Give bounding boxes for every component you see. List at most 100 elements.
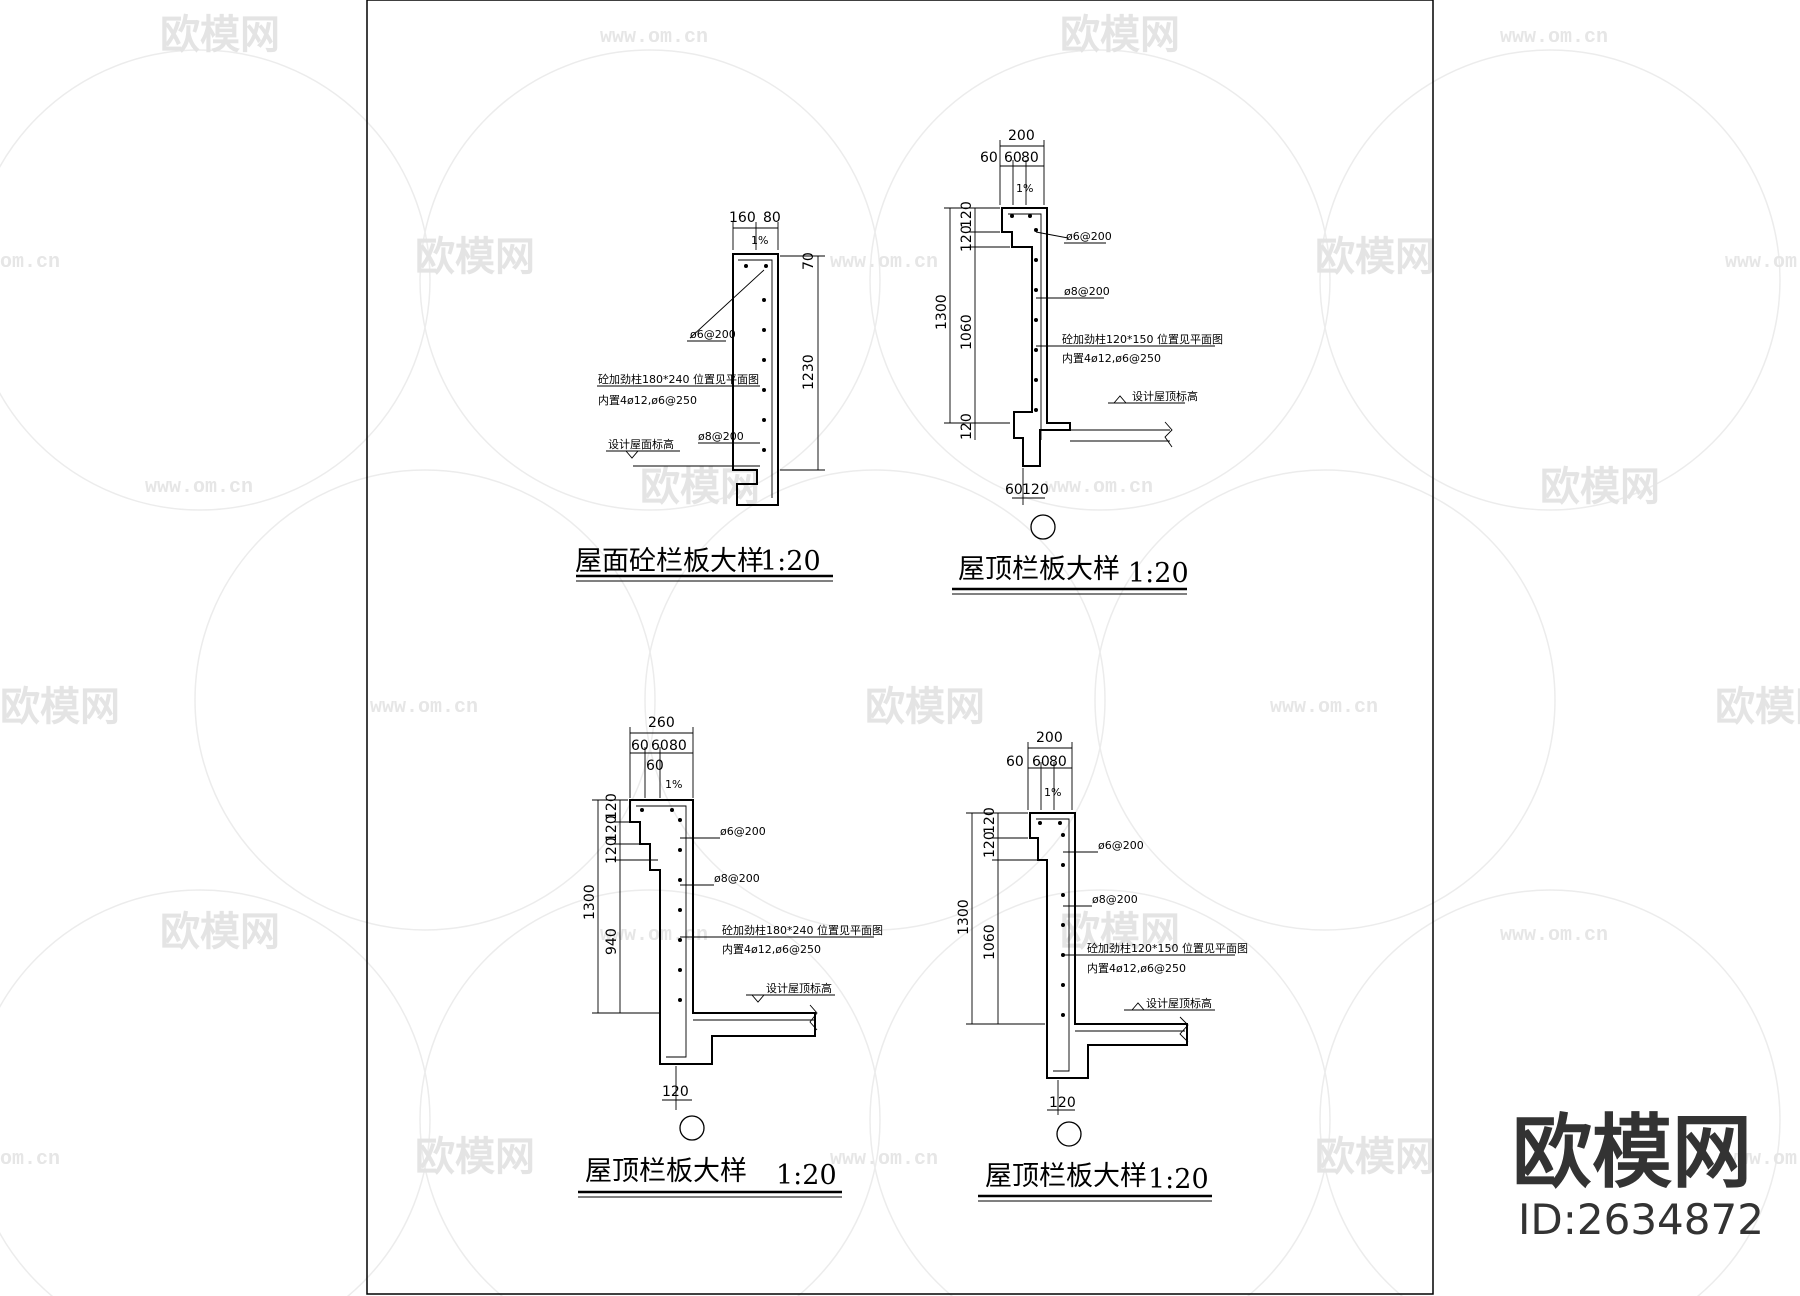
leader-line — [1035, 231, 1069, 239]
dim-side: 120 — [959, 201, 975, 228]
elevation-mark — [625, 450, 639, 459]
dim-top: 160 — [729, 210, 756, 226]
dim-bottom: 120 — [662, 1084, 689, 1100]
watermark-url: www.om.cn — [145, 476, 253, 499]
rebar-line — [1036, 818, 1070, 1072]
dim-top: 260 — [648, 715, 675, 731]
note-column-rebar: 内置4ø12,ø6@250 — [598, 393, 697, 407]
dim-side: 940 — [604, 928, 620, 955]
watermark-brand: 欧模网 — [1315, 1135, 1435, 1179]
watermark-brand: 欧模网 — [415, 235, 535, 279]
watermark-url: www.om.cn — [830, 251, 938, 274]
note-elevation: 设计屋顶标高 — [1146, 996, 1212, 1010]
dim-side: 1300 — [582, 884, 598, 920]
watermark-url: www.om.cn — [830, 1148, 938, 1171]
watermark-url-partial: om.cn — [0, 1148, 60, 1171]
watermark-brand: 欧模网 — [1060, 910, 1180, 954]
detail-title: 屋顶栏板大样 — [985, 1161, 1147, 1192]
dim-side: 120 — [959, 225, 975, 252]
dim-top: 60 — [1032, 754, 1050, 770]
dim-side: 120 — [604, 815, 620, 842]
parapet-section-outline — [1001, 207, 1071, 467]
watermark-url: www.om.cn — [1270, 696, 1378, 719]
watermark-url: www.om.cn — [1045, 476, 1153, 499]
elevation-mark — [1131, 1002, 1145, 1011]
detail-1: 160 80 1% 70 1230 ø6@200 砼加劲柱180*240 位置见… — [575, 210, 833, 582]
note-rebar: ø8@200 — [714, 872, 760, 885]
watermark-url: www.om.cn — [1500, 924, 1608, 947]
dim-side: 120 — [959, 413, 975, 440]
detail-title: 屋面砼栏板大样 — [575, 546, 764, 577]
note-rebar: ø8@200 — [1092, 893, 1138, 906]
note-column-rebar: 内置4ø12,ø6@250 — [722, 942, 821, 956]
dim-top: 60 — [980, 150, 998, 166]
rebar-line — [1008, 213, 1042, 440]
note-elevation: 设计屋面标高 — [608, 437, 674, 451]
break-mark — [809, 1004, 818, 1031]
detail-scale: 1:20 — [776, 1160, 837, 1191]
corner-brand-id: ID:2634872 — [1518, 1195, 1764, 1244]
sheet-border — [366, 0, 1434, 1295]
watermark-brand: 欧模网 — [640, 465, 760, 509]
break-mark — [1164, 421, 1173, 448]
watermark-url: www.om.cn — [1725, 251, 1800, 274]
watermark-arcs — [0, 49, 1781, 1296]
detail-scale: 1:20 — [1128, 558, 1189, 589]
rebar-line — [738, 259, 773, 498]
watermark-url: www.om.cn — [370, 696, 478, 719]
elevation-mark — [751, 994, 765, 1003]
note-rebar: ø6@200 — [690, 328, 736, 341]
dim-top: 200 — [1008, 128, 1035, 144]
note-rebar: ø8@200 — [1064, 285, 1110, 298]
dim-side: 120 — [982, 807, 998, 834]
note-rebar: ø8@200 — [698, 430, 744, 443]
watermark-brand: 欧模网 — [0, 685, 120, 729]
note-rebar: ø6@200 — [1098, 839, 1144, 852]
dim-side: 120 — [982, 831, 998, 858]
detail-3: 260 60 60 80 60 1% 1300 120 120 120 940 … — [578, 715, 883, 1198]
watermark-brand: 欧模网 — [160, 13, 280, 57]
axis-bubble — [679, 1115, 705, 1141]
note-column-rebar: 内置4ø12,ø6@250 — [1087, 961, 1186, 975]
dim-bottom: 120 — [1022, 482, 1049, 498]
watermark-brand: 欧模网 — [1315, 235, 1435, 279]
rebar-dots — [640, 808, 682, 1002]
note-column: 砼加劲柱120*150 位置见平面图 — [1062, 332, 1223, 346]
detail-title: 屋顶栏板大样 — [585, 1156, 747, 1187]
dim-side: 1300 — [956, 899, 972, 935]
dim-top: 80 — [763, 210, 781, 226]
detail-scale: 1:20 — [760, 546, 821, 577]
dim-bottom: 60 — [1005, 482, 1023, 498]
slope-label: 1% — [1044, 786, 1061, 799]
note-column: 砼加劲柱180*240 位置见平面图 — [722, 923, 883, 937]
rebar-dots — [1010, 214, 1038, 412]
detail-scale: 1:20 — [1148, 1164, 1209, 1195]
dim-top: 80 — [1049, 754, 1067, 770]
parapet-section-outline — [732, 253, 779, 506]
dim-side: 120 — [604, 837, 620, 864]
watermark-url-partial: om.cn — [0, 251, 60, 274]
corner-brand-name: 欧模网 — [1512, 1106, 1752, 1199]
dim-side: 70 — [801, 252, 817, 270]
axis-bubble — [1056, 1121, 1082, 1147]
rebar-line — [636, 805, 687, 1058]
rebar-dots — [744, 264, 768, 452]
watermark-brand: 欧模网 — [1540, 465, 1660, 509]
corner-brand: 欧模网 ID:2634872 — [1512, 1106, 1764, 1244]
dim-side: 120 — [604, 793, 620, 820]
watermark-brand: 欧模网 — [160, 910, 280, 954]
parapet-section-outline — [629, 799, 816, 1065]
slope-label: 1% — [1016, 182, 1033, 195]
dim-top: 60 — [1006, 754, 1024, 770]
slope-label: 1% — [751, 234, 768, 247]
note-rebar: ø6@200 — [720, 825, 766, 838]
elevation-mark — [1113, 395, 1127, 404]
watermark-layer: 欧模网 欧模网 欧模网 欧模网 欧模网 欧模网 欧模网 欧模网 欧模网 欧模网 … — [0, 13, 1800, 1179]
note-column-rebar: 内置4ø12,ø6@250 — [1062, 351, 1161, 365]
note-elevation: 设计屋顶标高 — [766, 981, 832, 995]
dim-side: 1300 — [934, 294, 950, 330]
axis-bubble — [1030, 514, 1056, 540]
dim-top: 60 — [651, 738, 669, 754]
slope-label: 1% — [665, 778, 682, 791]
